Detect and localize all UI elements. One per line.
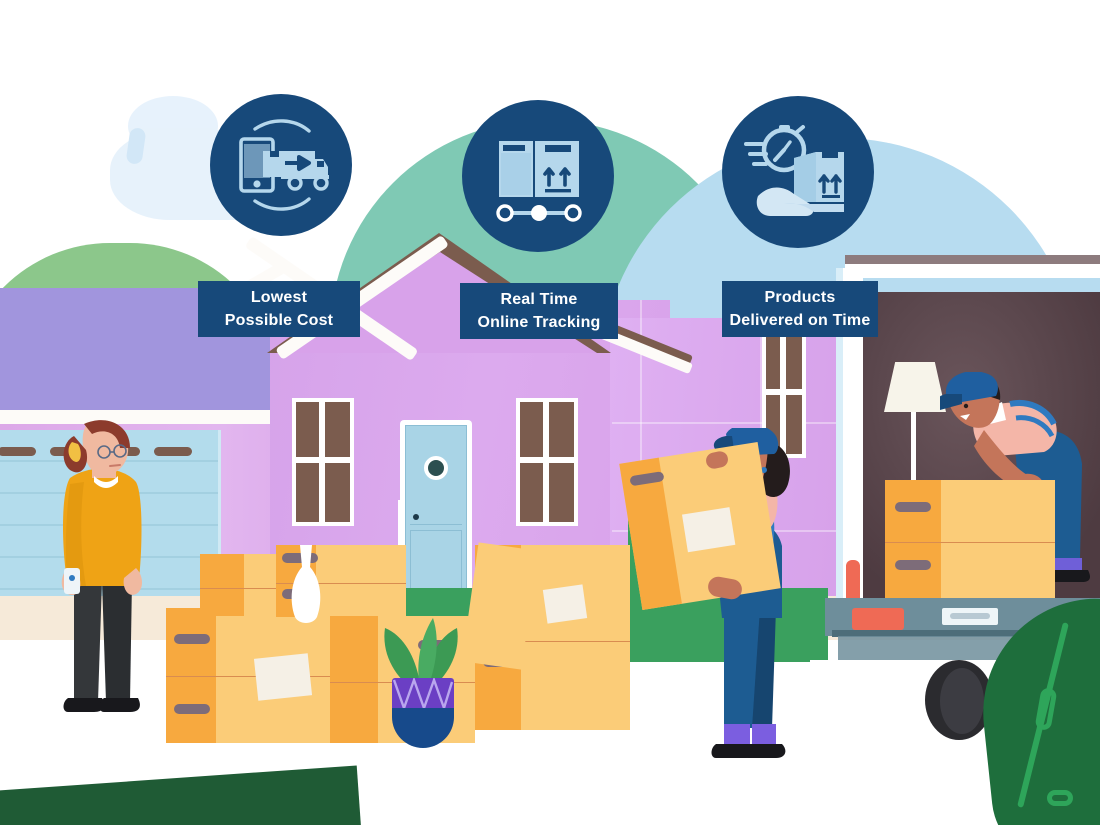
badge-label-text: Products Delivered on Time: [729, 288, 871, 329]
badge-label-text: Real Time Online Tracking: [477, 290, 601, 331]
floor-lamp-shade: [884, 362, 946, 412]
tablet-box-truck-icon: [239, 119, 329, 211]
carried-moving-box: [619, 441, 781, 611]
badge-label-text: Lowest Possible Cost: [224, 288, 334, 329]
front-door[interactable]: [400, 420, 472, 610]
badge-circle-products-delivered-on-time[interactable]: [722, 96, 874, 248]
garage-handle-icon: [154, 447, 192, 456]
badge-circle-real-time-online-tracking[interactable]: [462, 100, 614, 252]
house-seam: [612, 422, 862, 424]
delivery-worker-loading-truck: [940, 372, 1090, 582]
truck-bumper-line: [832, 630, 1100, 637]
floor-lamp-pole: [911, 410, 916, 530]
house-window-right: [516, 398, 578, 526]
badge-label-products-delivered-on-time[interactable]: Products Delivered on Time: [722, 281, 878, 337]
truck-cargo-box: [885, 480, 1055, 602]
moving-box: [166, 608, 336, 743]
homeowner-with-phone: [61, 420, 142, 712]
truck-open-door: [843, 268, 863, 603]
truck-roof-trim: [845, 255, 1100, 264]
white-vase: [291, 545, 321, 623]
garage-handle-icon: [0, 447, 36, 456]
plant-pot-pattern: [392, 678, 454, 712]
leaf-hole: [1047, 790, 1073, 806]
license-plate-bar: [950, 613, 990, 619]
house-window-left: [292, 398, 354, 526]
stopwatch-hand-package-icon: [744, 125, 844, 216]
truck-wheel-inner: [940, 668, 984, 734]
truck-door-edge: [836, 268, 846, 603]
door-porthole-icon: [424, 456, 448, 480]
truck-roof-white: [845, 264, 1100, 278]
badge-label-real-time-online-tracking[interactable]: Real Time Online Tracking: [460, 283, 618, 339]
potted-plant-leaves: [384, 618, 458, 694]
truck-roof-blue: [858, 278, 1100, 292]
package-tracking-icon: [496, 141, 582, 222]
tail-light-icon: [852, 608, 904, 630]
door-knob-icon: [413, 514, 419, 520]
house-seam: [640, 300, 642, 600]
badge-label-lowest-possible-cost[interactable]: Lowest Possible Cost: [198, 281, 360, 337]
badge-circle-lowest-possible-cost[interactable]: [210, 94, 352, 236]
